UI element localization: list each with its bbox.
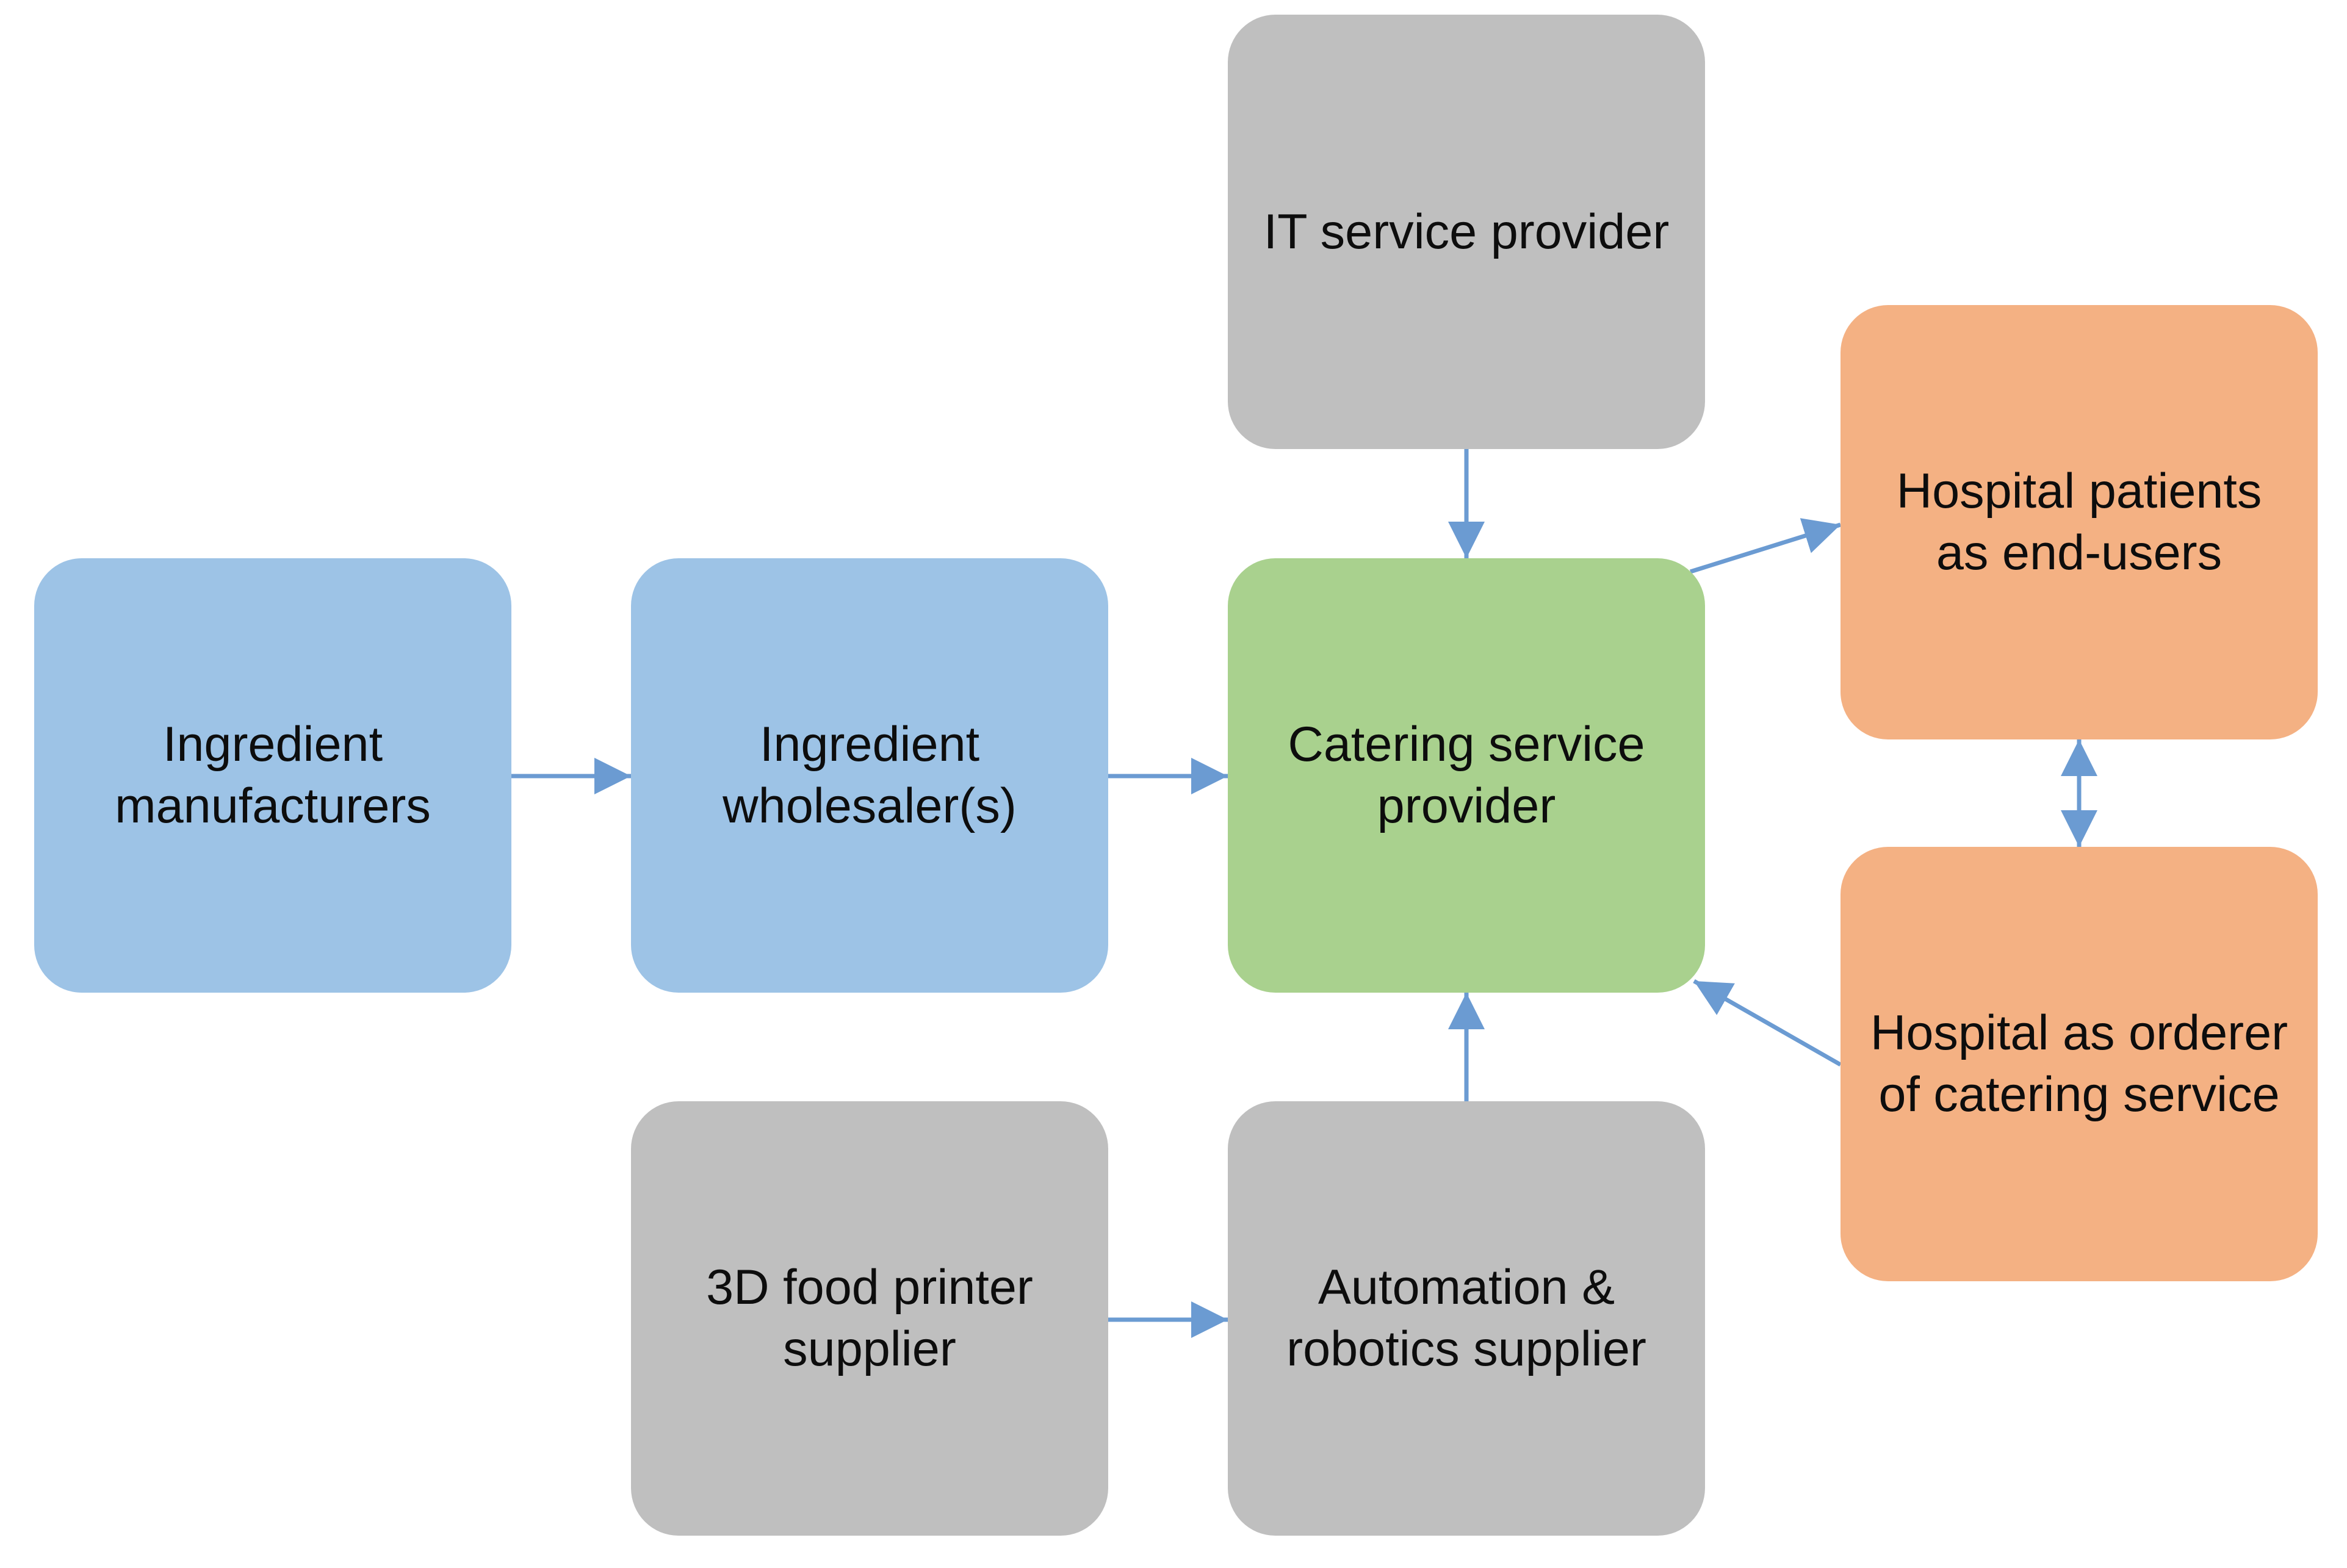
hospital-patients-box: Hospital patients as end-users — [1840, 305, 2318, 739]
arrow-catering-to-patients — [1689, 518, 1842, 574]
food-printer-supplier-label: 3D food printer supplier — [706, 1260, 1033, 1376]
automation-robotics-supplier-box: Automation & robotics supplier — [1228, 1101, 1705, 1536]
ingredient-manufacturers-label: Ingredient manufacturers — [115, 717, 431, 833]
it-service-provider-box: IT service provider — [1228, 15, 1705, 449]
food-printer-supplier-box: 3D food printer supplier — [631, 1101, 1108, 1536]
hospital-orderer-box: Hospital as orderer of catering service — [1840, 847, 2318, 1281]
arrow-orderer-to-catering — [1693, 979, 1842, 1067]
automation-robotics-supplier-label: Automation & robotics supplier — [1286, 1260, 1646, 1376]
it-service-provider-label: IT service provider — [1263, 204, 1670, 259]
hospital-orderer-label: Hospital as orderer of catering service — [1870, 1005, 2288, 1122]
catering-service-provider-box: Catering service provider — [1228, 558, 1705, 993]
catering-service-provider-label: Catering service provider — [1288, 717, 1645, 833]
ingredient-wholesalers-box: Ingredient wholesaler(s) — [631, 558, 1108, 993]
ingredient-manufacturers-box: Ingredient manufacturers — [34, 558, 511, 993]
hospital-patients-label: Hospital patients as end-users — [1896, 464, 2262, 580]
ingredient-wholesalers-label: Ingredient wholesaler(s) — [723, 717, 1017, 833]
